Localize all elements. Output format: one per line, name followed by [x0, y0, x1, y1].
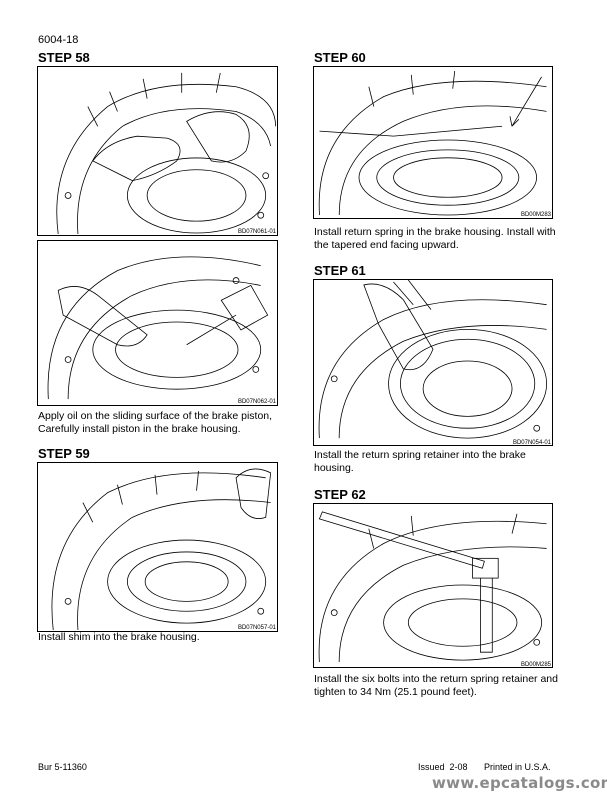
step-59-figure-code: BD07N057-01: [237, 625, 276, 631]
step-59-title: STEP 59: [38, 446, 90, 461]
step-60-title: STEP 60: [314, 50, 366, 65]
step-58-figure-2-code: BD07N062-01: [237, 399, 276, 405]
printed-in: Printed in U.S.A.: [484, 762, 551, 772]
step-60-figure-code: BD00M283: [520, 212, 551, 218]
spring-retainer-illustration: [318, 280, 548, 439]
step-58-caption: Apply oil on the sliding surface of the …: [38, 410, 273, 435]
return-spring-illustration: [318, 70, 547, 216]
step-62-caption: Install the six bolts into the return sp…: [314, 673, 558, 698]
step-58-figure-1: [37, 66, 278, 236]
step-60-caption: Install return spring in the brake housi…: [314, 226, 556, 251]
brake-housing-illustration: [56, 72, 276, 235]
piston-install-illustration: [47, 256, 269, 400]
step-60-figure: [313, 66, 553, 219]
step-62-figure: [313, 503, 553, 668]
step-58-title: STEP 58: [38, 50, 90, 65]
bolt-tighten-illustration: [318, 511, 547, 663]
step-61-title: STEP 61: [314, 263, 366, 278]
step-61-caption: Install the return spring retainer into …: [314, 449, 526, 474]
step-62-title: STEP 62: [314, 487, 366, 502]
step-59-caption: Install shim into the brake housing.: [38, 631, 200, 643]
issued-date: Issued 2-08: [418, 762, 468, 772]
step-62-figure-code: BD00M285: [520, 662, 551, 668]
watermark: www.epcatalogs.com: [432, 774, 607, 792]
step-58-figure-2: [37, 240, 278, 406]
step-61-figure-code: BD07N054-01: [512, 440, 551, 446]
page-number: 6004-18: [38, 34, 79, 46]
shim-install-illustration: [51, 468, 272, 631]
doc-number: Bur 5-11360: [38, 762, 87, 772]
step-59-figure: [37, 462, 278, 632]
step-58-figure-1-code: BD07N061-01: [237, 229, 276, 235]
step-61-figure: [313, 279, 553, 446]
